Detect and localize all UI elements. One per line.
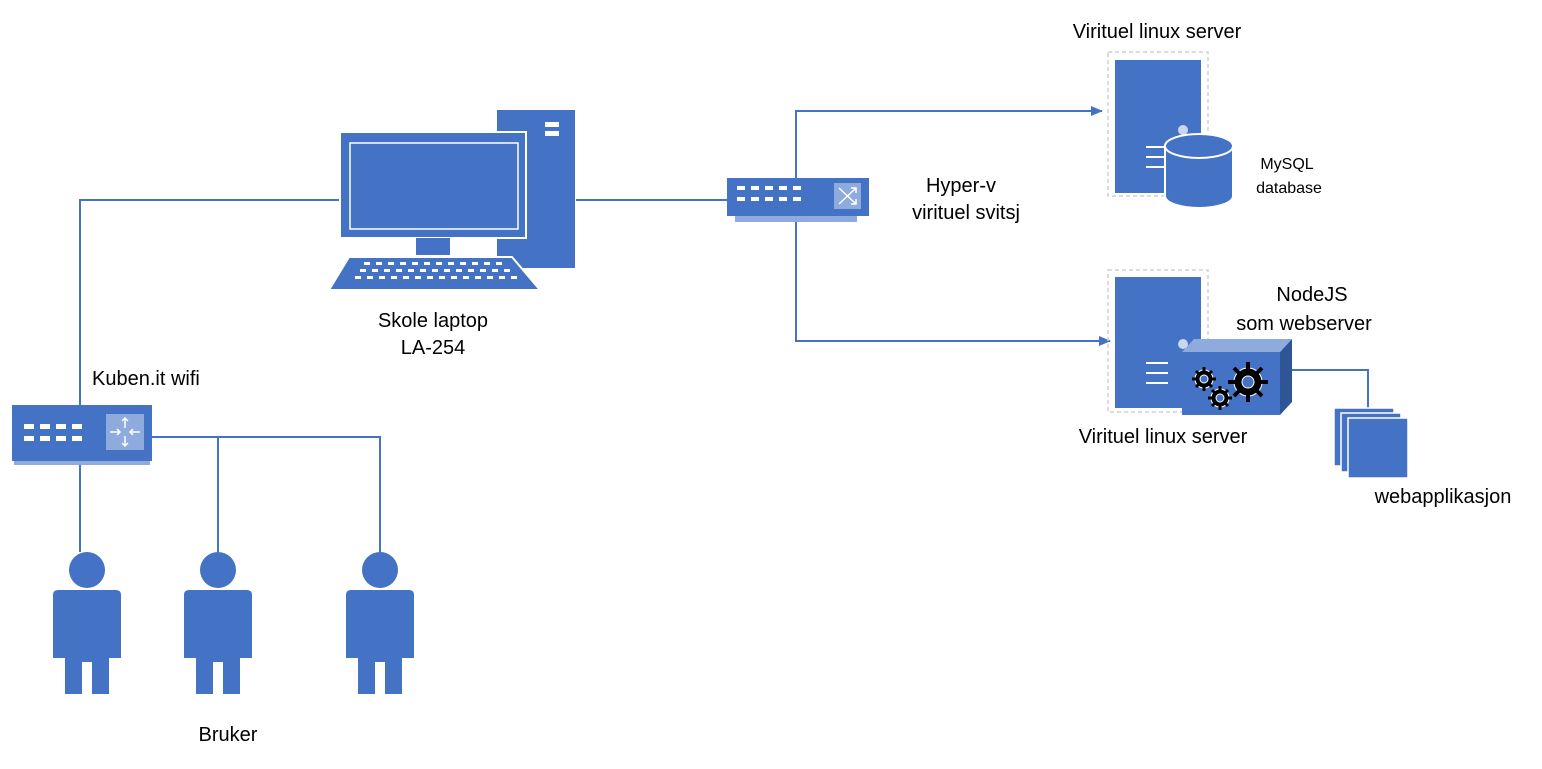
laptop-label-line-2: LA-254	[401, 337, 466, 359]
link-switch-mysql-server	[795, 106, 1103, 180]
gear-box-icon	[1182, 339, 1292, 415]
server-bottom-label: Virituel linux server	[1079, 426, 1248, 448]
mysql-label-line-2: database	[1256, 180, 1322, 197]
link-node-webapp	[1292, 369, 1369, 410]
link-router-user-3	[218, 436, 381, 552]
users-label: Bruker	[199, 724, 258, 746]
hyperv-label-line-2: virituel svitsj	[912, 202, 1020, 224]
webapp-label: webapplikasjon	[1374, 486, 1512, 508]
wifi-label: Kuben.it wifi	[92, 368, 200, 390]
user-icon	[53, 552, 121, 694]
desktop-computer-icon	[327, 110, 575, 291]
link-router-user-2	[152, 436, 219, 552]
nodejs-label-line-1: NodeJS	[1276, 284, 1347, 306]
link-switch-node-server	[795, 222, 1111, 346]
server-top-label: Virituel linux server	[1073, 21, 1242, 43]
hyperv-label-line-1: Hyper-v	[926, 175, 996, 197]
nodejs-label-line-2: som webserver	[1236, 313, 1372, 335]
database-icon	[1164, 133, 1234, 209]
user-icon	[346, 552, 414, 694]
link-desktop-router	[79, 199, 352, 405]
mysql-label-line-1: MySQL	[1260, 156, 1313, 173]
laptop-label-line-1: Skole laptop	[378, 310, 488, 332]
connection-lines	[79, 106, 1369, 552]
stacked-pages-icon	[1333, 407, 1409, 479]
user-icon	[184, 552, 252, 694]
network-switch-icon	[727, 178, 869, 222]
router-icon	[12, 405, 152, 465]
